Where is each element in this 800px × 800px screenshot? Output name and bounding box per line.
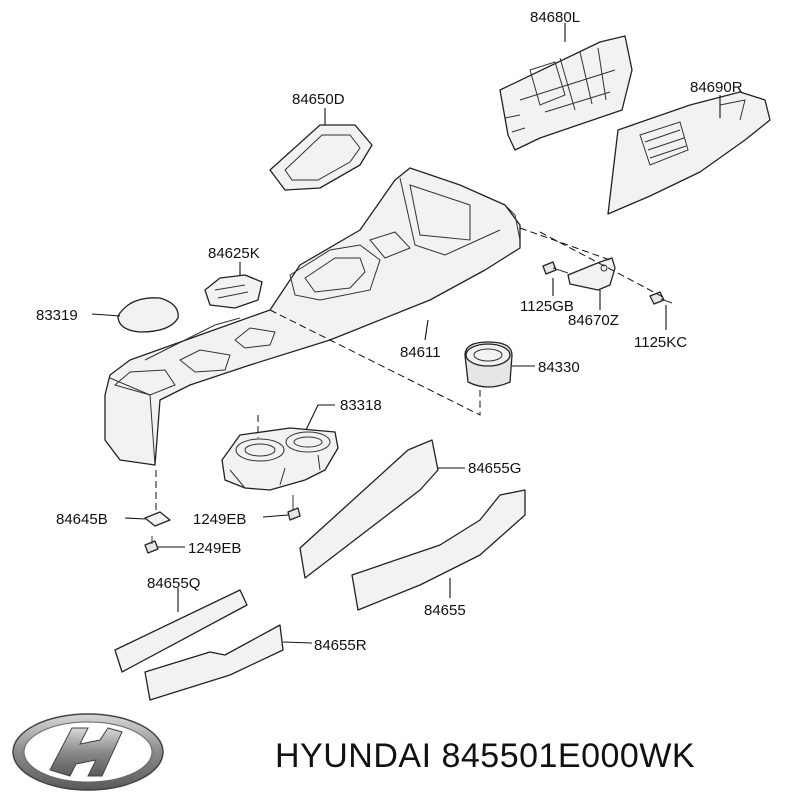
part-84625K [204,274,263,309]
part-1125GB-bolt [542,261,569,275]
label-84680L: 84680L [530,9,580,26]
part-84645B [144,511,171,527]
label-1125GB: 1125GB [520,298,574,315]
label-1249EB-lower: 1249EB [188,540,241,557]
label-84655Q: 84655Q [147,575,200,592]
label-84655: 84655 [424,602,466,619]
leader-84645B [124,517,146,520]
label-84611: 84611 [400,344,441,361]
leader-83319 [91,313,121,317]
part-1125KC-bolt [649,291,673,305]
label-83319: 83319 [36,307,78,324]
label-84690R: 84690R [690,79,743,96]
label-84670Z: 84670Z [568,312,619,329]
leader-83318 [305,404,335,431]
part-84655R [144,624,284,701]
leader-84611 [424,319,429,341]
part-1249EB-screw-upper [287,495,301,521]
part-84655G [299,439,439,579]
label-84650D: 84650D [292,91,345,108]
label-84655R: 84655R [314,637,367,654]
part-83318-cupholder [221,427,339,491]
label-84625K: 84625K [208,245,260,262]
part-84670Z [567,257,616,291]
part-84611-console [104,167,521,466]
dash-bolt [539,231,666,299]
dash-84330 [269,309,481,416]
label-84655G: 84655G [468,460,521,477]
part-84650D [269,124,373,191]
hyundai-logo-icon [12,713,164,791]
label-1249EB-upper: 1249EB [193,511,246,528]
label-84330: 84330 [538,359,580,376]
leader-1249EB-upper [262,514,289,518]
leader-84655R [282,641,313,644]
label-83318: 83318 [340,397,382,414]
part-84330 [464,341,513,388]
brand-caption: HYUNDAI 845501E000WK [275,737,695,775]
part-84690R [607,91,771,215]
label-84645B: 84645B [56,511,108,528]
part-83319 [117,297,179,333]
dash-bracket [519,227,611,261]
part-84655 [351,489,526,611]
part-84680L [499,35,633,151]
part-1249EB-screw-lower [144,536,159,554]
label-1125KC: 1125KC [634,334,687,351]
part-84655Q [114,589,248,673]
